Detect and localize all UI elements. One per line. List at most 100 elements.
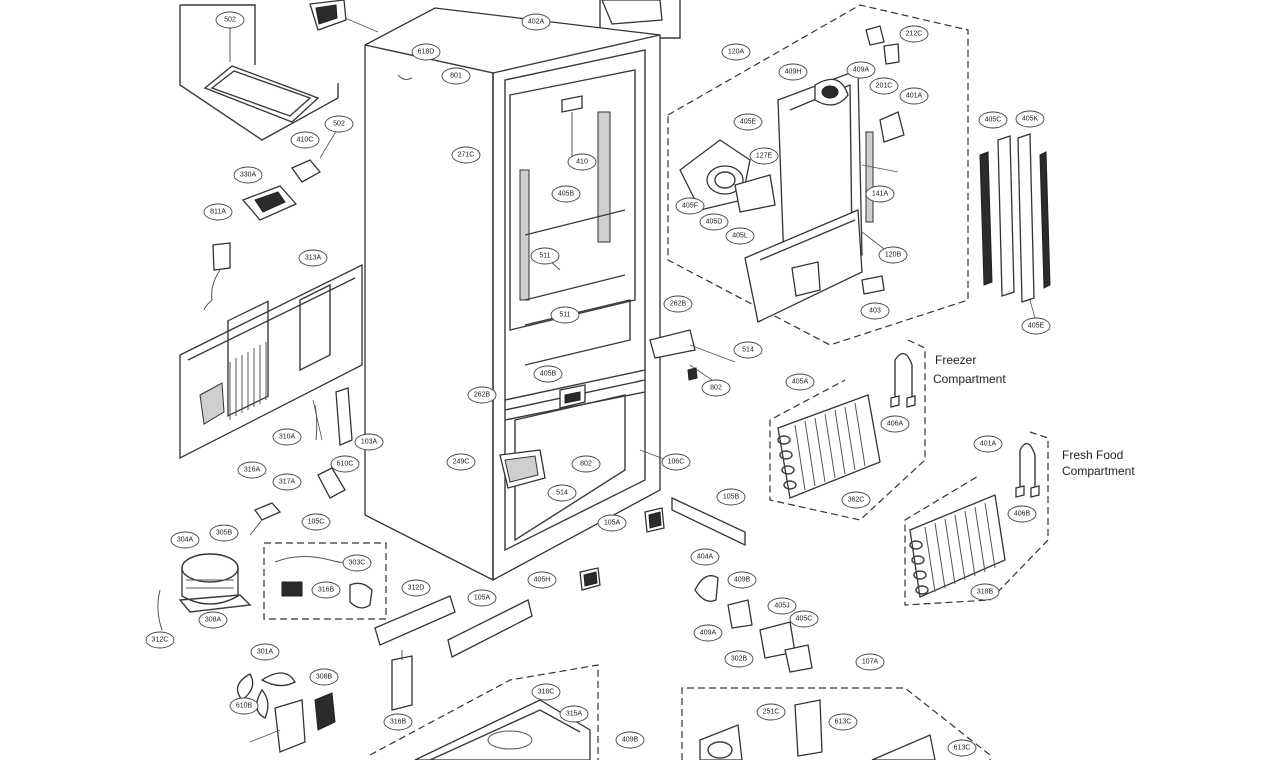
fresh-food-label-line2: Compartment bbox=[1062, 464, 1135, 478]
svg-text:405A: 405A bbox=[792, 379, 809, 386]
callout-bubble: 811A bbox=[203, 203, 233, 221]
svg-text:316A: 316A bbox=[244, 467, 261, 474]
callout-bubble: 303C bbox=[342, 554, 372, 572]
svg-text:262B: 262B bbox=[670, 301, 687, 308]
callout-bubble: 317A bbox=[272, 473, 302, 491]
callout-bubble: 105A bbox=[467, 589, 497, 607]
svg-text:801: 801 bbox=[450, 73, 462, 80]
fresh-food-evaporator bbox=[904, 431, 1049, 606]
callout-bubble: 105A bbox=[597, 514, 627, 532]
svg-text:511: 511 bbox=[559, 312, 570, 319]
freezer-label-line1: Freezer bbox=[935, 353, 976, 367]
svg-text:362C: 362C bbox=[848, 497, 865, 504]
callout-bubble: 308A bbox=[198, 611, 228, 629]
svg-text:409A: 409A bbox=[853, 67, 870, 74]
svg-text:613C: 613C bbox=[835, 719, 852, 726]
callout-bubble: 410 bbox=[567, 153, 597, 171]
svg-text:141A: 141A bbox=[872, 191, 889, 198]
svg-text:120B: 120B bbox=[885, 252, 902, 259]
callout-bubble: 405L bbox=[725, 227, 755, 245]
svg-text:310A: 310A bbox=[279, 434, 296, 441]
callout-bubble: 802 bbox=[571, 455, 601, 473]
callout-bubble: 316B bbox=[383, 713, 413, 731]
svg-text:610C: 610C bbox=[337, 461, 354, 468]
svg-text:502: 502 bbox=[224, 17, 236, 24]
svg-text:405B: 405B bbox=[540, 371, 557, 378]
svg-text:613C: 613C bbox=[954, 745, 971, 752]
svg-text:610B: 610B bbox=[236, 703, 253, 710]
callout-bubble: 406B bbox=[1007, 505, 1037, 523]
freezer-label-line2: Compartment bbox=[933, 372, 1006, 386]
callout-bubble: 801 bbox=[441, 67, 471, 85]
svg-text:249C: 249C bbox=[453, 459, 470, 466]
svg-text:502: 502 bbox=[333, 121, 345, 128]
callout-bubble: 610B bbox=[229, 697, 259, 715]
callout-bubble: 318B bbox=[970, 583, 1000, 601]
svg-text:302B: 302B bbox=[731, 656, 748, 663]
compressor bbox=[157, 553, 252, 631]
svg-text:120A: 120A bbox=[728, 49, 745, 56]
svg-text:312D: 312D bbox=[408, 585, 425, 592]
svg-text:313A: 313A bbox=[305, 255, 322, 262]
callout-bubble: 308B bbox=[309, 668, 339, 686]
svg-text:405J: 405J bbox=[774, 603, 789, 610]
svg-text:404A: 404A bbox=[697, 554, 714, 561]
svg-text:303C: 303C bbox=[349, 560, 366, 567]
callout-bubble: 409B bbox=[615, 731, 645, 749]
callout-bubble: 404A bbox=[690, 548, 720, 566]
heater-strips bbox=[979, 133, 1051, 319]
callout-bubble: 409B bbox=[727, 571, 757, 589]
svg-text:201C: 201C bbox=[876, 83, 893, 90]
rear-cover-panel bbox=[179, 263, 363, 460]
callout-bubble: 262B bbox=[663, 295, 693, 313]
callout-bubble: 405C bbox=[978, 111, 1008, 129]
svg-text:317A: 317A bbox=[279, 479, 296, 486]
callout-bubble: 316A bbox=[237, 461, 267, 479]
callout-bubble: 802 bbox=[701, 379, 731, 397]
callout-bubble: 105B bbox=[716, 488, 746, 506]
callout-bubble: 106C bbox=[661, 453, 691, 471]
callout-bubble: 315A bbox=[559, 705, 589, 723]
callout-bubble: 318C bbox=[531, 683, 561, 701]
svg-text:318B: 318B bbox=[977, 589, 994, 596]
svg-text:410: 410 bbox=[576, 159, 588, 166]
svg-text:405H: 405H bbox=[534, 577, 551, 584]
callout-bubble: 401A bbox=[973, 435, 1003, 453]
left-small-parts bbox=[203, 127, 353, 536]
svg-text:406A: 406A bbox=[887, 421, 904, 428]
svg-text:308B: 308B bbox=[316, 674, 333, 681]
callout-bubble: 141A bbox=[865, 185, 895, 203]
svg-text:105A: 105A bbox=[604, 520, 621, 527]
svg-text:405E: 405E bbox=[740, 119, 757, 126]
callout-bubble: 249C bbox=[446, 453, 476, 471]
callout-bubble: 310A bbox=[272, 428, 302, 446]
callout-bubble: 103A bbox=[354, 433, 384, 451]
svg-text:401A: 401A bbox=[980, 441, 997, 448]
callout-bubble: 403 bbox=[860, 302, 890, 320]
leveling-feet-and-valves bbox=[579, 496, 813, 673]
callout-layer: 502 402A 618D 801 410C 502 271C 330A 811… bbox=[145, 11, 1051, 757]
refrigerator-cabinet bbox=[364, 7, 736, 581]
svg-text:318C: 318C bbox=[538, 689, 555, 696]
svg-text:409A: 409A bbox=[700, 630, 717, 637]
svg-text:405D: 405D bbox=[706, 219, 723, 226]
callout-bubble: 405H bbox=[527, 571, 557, 589]
svg-text:251C: 251C bbox=[763, 709, 780, 716]
callout-bubble: 405K bbox=[1015, 110, 1045, 128]
svg-text:409B: 409B bbox=[622, 737, 639, 744]
svg-text:330A: 330A bbox=[240, 172, 257, 179]
callout-bubble: 511 bbox=[550, 306, 580, 324]
callout-bubble: 402A bbox=[521, 13, 551, 31]
svg-text:103A: 103A bbox=[361, 439, 378, 446]
svg-text:802: 802 bbox=[580, 461, 592, 468]
svg-text:127E: 127E bbox=[756, 153, 773, 160]
condenser-fan-group bbox=[236, 595, 533, 753]
callout-bubble: 107A bbox=[855, 653, 885, 671]
callout-bubble: 405A bbox=[785, 373, 815, 391]
svg-text:511: 511 bbox=[539, 253, 550, 260]
callout-bubble: 405F bbox=[675, 197, 705, 215]
callout-bubble: 312C bbox=[145, 631, 175, 649]
svg-text:409H: 409H bbox=[785, 69, 802, 76]
svg-text:312C: 312C bbox=[152, 637, 169, 644]
